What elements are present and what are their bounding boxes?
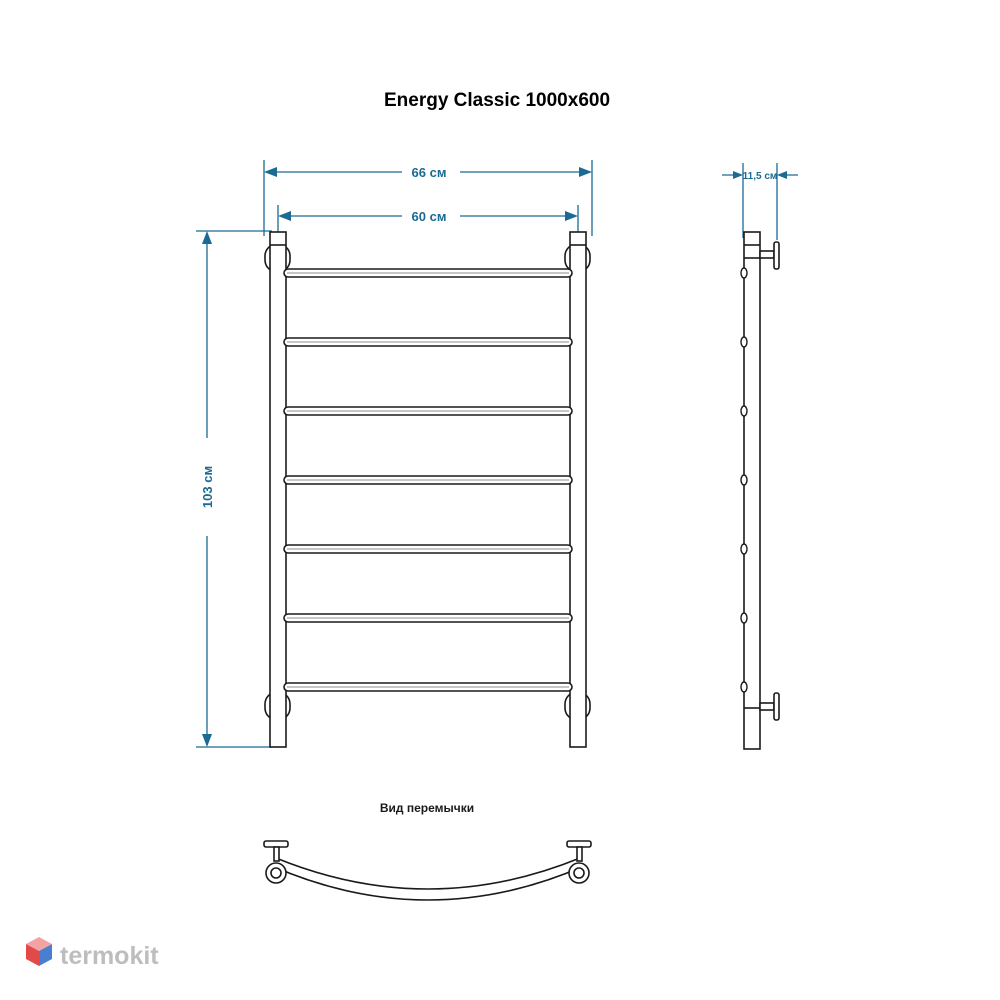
- side-post: [743, 231, 761, 750]
- bridge-view-caption: Вид перемычки: [380, 801, 474, 815]
- front-view-dimensions: 66 см 60 см 103 см: [196, 160, 593, 748]
- height-arrow-bottom: [202, 734, 212, 747]
- left-post: [269, 231, 287, 748]
- bridge-left-stem: [273, 846, 280, 862]
- side-top-bracket-arm: [759, 250, 775, 259]
- outer-width-arrow-right: [579, 167, 592, 177]
- inner-width-arrow-left: [278, 211, 291, 221]
- bridge-left-wall-plate: [263, 840, 289, 848]
- side-rail-end: [740, 336, 748, 348]
- side-rail-end: [740, 267, 748, 279]
- inner-width-label: 60 см: [412, 209, 447, 224]
- cube-logo-icon: [26, 937, 52, 966]
- bridge-right-post: [568, 862, 590, 884]
- brand-logo: termokit: [26, 937, 159, 970]
- bridge-view: [263, 840, 592, 901]
- front-rails: [283, 268, 573, 692]
- brand-name: termokit: [60, 942, 159, 970]
- depth-arrow-left: [733, 171, 743, 179]
- side-view: [740, 231, 780, 750]
- height-label: 103 см: [200, 466, 215, 508]
- side-bottom-bracket-arm: [759, 702, 775, 711]
- outer-width-label: 66 см: [412, 165, 447, 180]
- side-rail-end: [740, 681, 748, 693]
- side-rail-end: [740, 405, 748, 417]
- depth-label: 11,5 см: [743, 171, 778, 182]
- side-rail-end: [740, 612, 748, 624]
- height-arrow-top: [202, 231, 212, 244]
- front-view: [264, 231, 591, 748]
- side-rail-ends: [740, 267, 748, 693]
- side-rail-end: [740, 474, 748, 486]
- side-rail-end: [740, 543, 748, 555]
- bridge-arc-inner: [275, 857, 581, 890]
- side-bottom-bracket-plate: [773, 692, 780, 721]
- depth-arrow-right: [777, 171, 787, 179]
- bridge-left-post-inner: [270, 867, 282, 879]
- inner-width-arrow-right: [565, 211, 578, 221]
- bridge-right-stem: [576, 846, 583, 862]
- bridge-arc-outer: [271, 865, 585, 901]
- bridge-left-post: [265, 862, 287, 884]
- side-view-dimensions: 11,5 см: [722, 163, 798, 240]
- bridge-right-post-inner: [573, 867, 585, 879]
- side-top-bracket-plate: [773, 241, 780, 270]
- outer-width-arrow-left: [264, 167, 277, 177]
- right-post: [569, 231, 587, 748]
- bridge-right-wall-plate: [566, 840, 592, 848]
- drawing-title: Energy Classic 1000x600: [384, 90, 610, 111]
